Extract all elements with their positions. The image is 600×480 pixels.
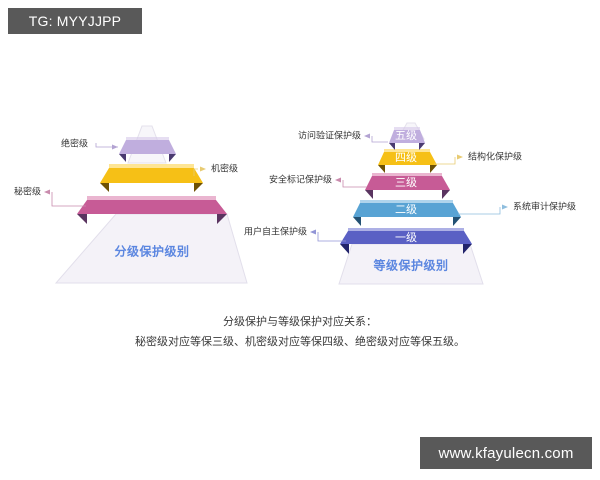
right-callout-level4-label: 结构化保护级 <box>468 151 522 163</box>
right-callout-level4: 结构化保护级 <box>434 151 522 165</box>
left-band-secret <box>77 196 227 224</box>
right-callout-level2: 系统审计保护级 <box>458 201 576 215</box>
right-pyramid: 等级保护级别 一级 二级 <box>244 122 576 285</box>
left-callout-topsecret-label: 绝密级 <box>61 138 88 150</box>
left-pyramid-base-label: 分级保护级别 <box>114 244 189 259</box>
right-band-level1: 一级 <box>340 228 472 254</box>
right-callout-level5: 访问验证保护级 <box>298 130 388 143</box>
right-band-level5: 五级 <box>389 127 425 150</box>
tg-watermark-badge: TG: MYYJJPP <box>8 8 142 34</box>
left-band-confidential <box>100 164 203 192</box>
left-callout-confidential: 机密级 <box>193 163 238 176</box>
right-band-level4: 四级 <box>378 149 437 173</box>
right-band-level4-label: 四级 <box>395 151 417 164</box>
right-callout-level1-label: 用户自主保护级 <box>244 226 307 238</box>
left-band-topsecret <box>119 137 176 162</box>
right-callout-level1: 用户自主保护级 <box>244 226 346 242</box>
right-callout-level2-label: 系统审计保护级 <box>513 201 576 213</box>
site-watermark-badge: www.kfayulecn.com <box>420 437 592 469</box>
left-pyramid: 分级保护级别 <box>14 125 248 284</box>
left-callout-secret: 秘密级 <box>14 186 86 207</box>
right-band-level2: 二级 <box>353 200 461 226</box>
left-callout-secret-label: 秘密级 <box>14 186 41 198</box>
figure-caption: 分级保护与等级保护对应关系： 秘密级对应等保三级、机密级对应等保四级、绝密级对应… <box>0 312 600 352</box>
caption-line-2: 秘密级对应等保三级、机密级对应等保四级、绝密级对应等保五级。 <box>135 335 465 348</box>
right-band-level1-label: 一级 <box>395 231 417 244</box>
caption-line-1: 分级保护与等级保护对应关系： <box>223 315 377 328</box>
right-band-level3-label: 三级 <box>395 176 417 189</box>
right-callout-level3-label: 安全标记保护级 <box>269 174 332 186</box>
left-callout-confidential-label: 机密级 <box>211 163 238 175</box>
right-band-level5-label: 五级 <box>395 129 417 142</box>
left-callout-topsecret: 绝密级 <box>61 138 118 150</box>
right-band-level2-label: 二级 <box>395 203 417 216</box>
right-callout-level5-label: 访问验证保护级 <box>298 130 361 142</box>
right-pyramid-base-label: 等级保护级别 <box>372 258 448 273</box>
right-band-level3: 三级 <box>365 173 450 199</box>
right-callout-level3: 安全标记保护级 <box>269 174 367 188</box>
